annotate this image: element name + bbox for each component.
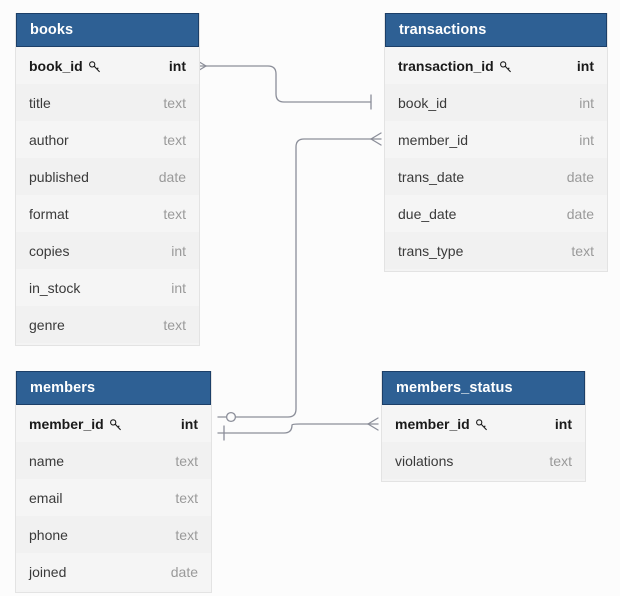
field-row-books-book_id[interactable]: book_id int xyxy=(16,47,199,84)
entity-members-status[interactable]: members_status member_id int violations … xyxy=(381,371,586,482)
entity-fields-transactions: transaction_id int book_id int member_id… xyxy=(385,47,607,271)
field-name: genre xyxy=(29,316,65,333)
field-row-books-author[interactable]: author text xyxy=(16,121,199,158)
field-type: int xyxy=(579,94,594,111)
entity-title-members: members xyxy=(16,371,211,405)
field-name: published xyxy=(29,168,89,185)
field-row-books-published[interactable]: published date xyxy=(16,158,199,195)
field-type: text xyxy=(549,452,572,469)
field-type: text xyxy=(175,489,198,506)
field-type: text xyxy=(163,94,186,111)
field-type: text xyxy=(163,316,186,333)
field-name: due_date xyxy=(398,205,457,222)
entity-title-transactions: transactions xyxy=(385,13,607,47)
field-type: int xyxy=(171,242,186,259)
field-name: copies xyxy=(29,242,70,259)
key-icon xyxy=(88,60,102,74)
key-icon xyxy=(499,60,513,74)
field-row-books-genre[interactable]: genre text xyxy=(16,306,199,343)
field-row-books-title[interactable]: title text xyxy=(16,84,199,121)
connector-members-transactions xyxy=(217,132,382,423)
field-row-books-copies[interactable]: copies int xyxy=(16,232,199,269)
field-name: phone xyxy=(29,526,68,543)
entity-transactions[interactable]: transactions transaction_id int book_id … xyxy=(384,13,608,272)
field-type: int xyxy=(579,131,594,148)
entity-title-books: books xyxy=(16,13,199,47)
connector-members-membersstatus xyxy=(217,417,379,441)
field-name: email xyxy=(29,489,63,506)
field-type: text xyxy=(175,452,198,469)
field-type: int xyxy=(576,57,594,74)
field-type: int xyxy=(554,415,572,432)
field-type: date xyxy=(170,563,198,580)
field-label: member_id xyxy=(395,415,470,432)
field-name: joined xyxy=(29,563,67,580)
field-type: int xyxy=(180,415,198,432)
field-row-transactions-due_date[interactable]: due_date date xyxy=(385,195,607,232)
field-row-members-status-member_id[interactable]: member_id int xyxy=(382,405,585,442)
field-name: violations xyxy=(395,452,454,469)
field-row-books-in_stock[interactable]: in_stock int xyxy=(16,269,199,306)
field-name: transaction_id xyxy=(398,58,577,74)
field-type: int xyxy=(171,279,186,296)
field-name: name xyxy=(29,452,65,469)
field-name: author xyxy=(29,131,69,148)
field-row-transactions-member_id[interactable]: member_id int xyxy=(385,121,607,158)
field-row-members-email[interactable]: email text xyxy=(16,479,211,516)
field-name: book_id xyxy=(29,58,169,74)
key-icon xyxy=(109,418,123,432)
field-name: format xyxy=(29,205,69,222)
field-row-members-status-violations[interactable]: violations text xyxy=(382,442,585,479)
field-name: trans_type xyxy=(398,242,464,259)
field-label: transaction_id xyxy=(398,57,494,74)
field-name: member_id xyxy=(398,131,469,148)
field-name: member_id xyxy=(395,416,555,432)
field-row-transactions-trans_date[interactable]: trans_date date xyxy=(385,158,607,195)
key-icon xyxy=(475,418,489,432)
entity-books[interactable]: books book_id int title text author text xyxy=(15,13,200,346)
field-type: date xyxy=(566,205,594,222)
field-type: text xyxy=(175,526,198,543)
field-name: title xyxy=(29,94,51,111)
field-row-members-joined[interactable]: joined date xyxy=(16,553,211,590)
field-row-members-phone[interactable]: phone text xyxy=(16,516,211,553)
field-row-transactions-transaction_id[interactable]: transaction_id int xyxy=(385,47,607,84)
field-type: text xyxy=(163,205,186,222)
field-label: book_id xyxy=(29,57,83,74)
connector-books-transactions xyxy=(195,59,372,110)
field-label: member_id xyxy=(29,415,104,432)
field-type: text xyxy=(571,242,594,259)
field-row-transactions-trans_type[interactable]: trans_type text xyxy=(385,232,607,269)
field-row-members-name[interactable]: name text xyxy=(16,442,211,479)
field-name: in_stock xyxy=(29,279,81,296)
field-type: date xyxy=(158,168,186,185)
field-type: text xyxy=(163,131,186,148)
entity-title-members-status: members_status xyxy=(382,371,585,405)
field-name: member_id xyxy=(29,416,181,432)
entity-fields-books: book_id int title text author text publi… xyxy=(16,47,199,345)
field-type: int xyxy=(168,57,186,74)
field-row-books-format[interactable]: format text xyxy=(16,195,199,232)
field-name: trans_date xyxy=(398,168,465,185)
field-row-members-member_id[interactable]: member_id int xyxy=(16,405,211,442)
entity-fields-members-status: member_id int violations text xyxy=(382,405,585,481)
field-type: date xyxy=(566,168,594,185)
field-name: book_id xyxy=(398,94,448,111)
entity-members[interactable]: members member_id int name text email te… xyxy=(15,371,212,593)
entity-fields-members: member_id int name text email text phone… xyxy=(16,405,211,592)
field-row-transactions-book_id[interactable]: book_id int xyxy=(385,84,607,121)
